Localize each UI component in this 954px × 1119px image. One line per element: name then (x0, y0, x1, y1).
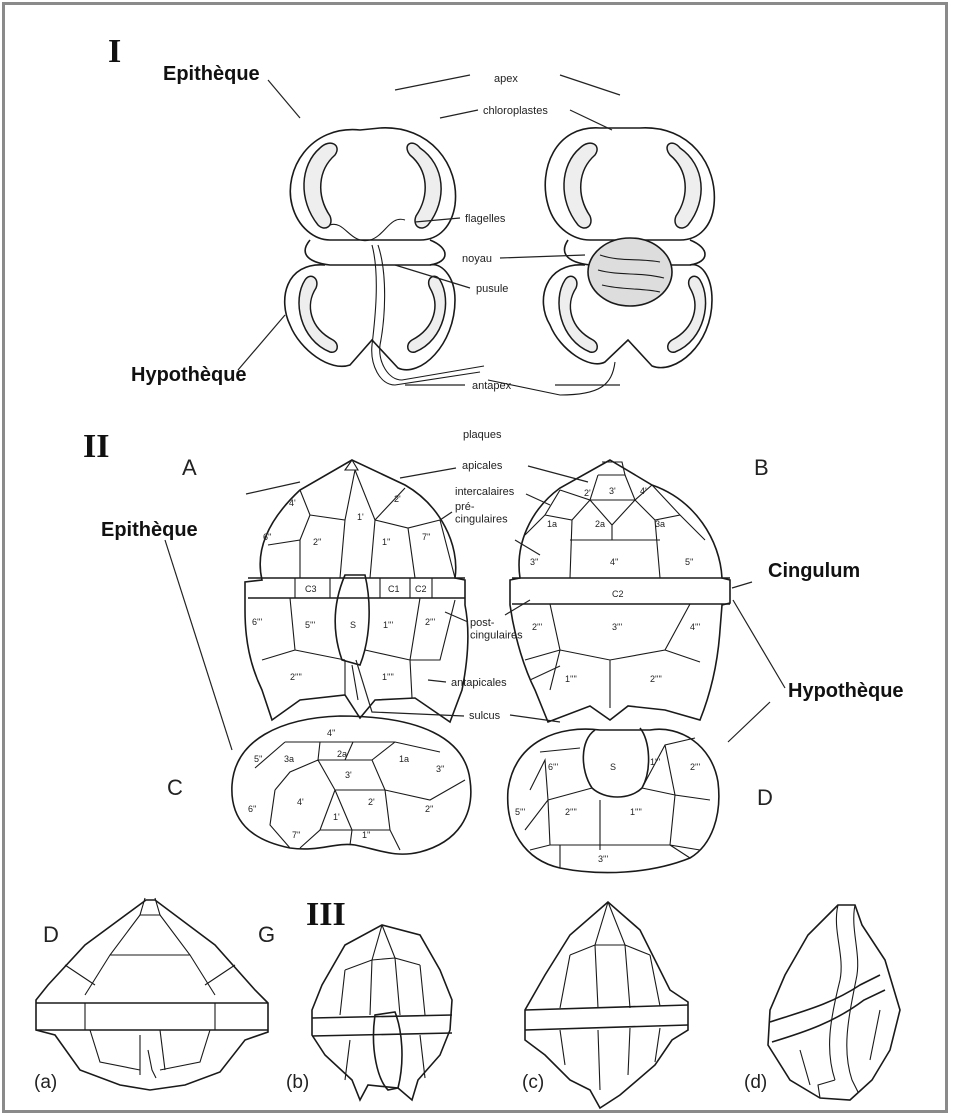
plate-d-s: S (610, 762, 616, 772)
label-noyau: noyau (462, 253, 492, 265)
panel-label-d: D (757, 785, 773, 810)
plate-c-2p: 2' (368, 797, 375, 807)
label-plaques: plaques (463, 429, 502, 441)
plate-a-7pp: 7'' (422, 532, 431, 542)
cell-dorsal-view (488, 128, 714, 395)
label-hypotheque-2: Hypothèque (788, 680, 904, 702)
plate-a-1pp: 1'' (382, 537, 391, 547)
cell-ventral-view (285, 128, 484, 385)
caption-b: (b) (286, 1072, 309, 1093)
plate-b-2p: 2' (584, 488, 591, 498)
theca-panel-c: 4'' 5'' 3a 2a 1a 3'' 3' 4' 2' 6'' 2'' 7'… (232, 716, 471, 854)
plate-b-1a: 1a (547, 519, 557, 529)
plate-c-4p: 4' (297, 797, 304, 807)
label-precingulaires: pré-cingulaires (455, 501, 508, 526)
panel-label-b: B (754, 455, 769, 480)
section-numeral-2: II (83, 428, 109, 465)
plate-b-3pp: 3'' (530, 557, 539, 567)
species-b-drawing (312, 925, 452, 1100)
plate-a-5ppp: 5''' (305, 620, 315, 630)
plate-a-c3: C3 (305, 584, 317, 594)
plate-a-4p: 4' (289, 498, 296, 508)
plate-b-2pppp: 2'''' (650, 674, 662, 684)
section-numeral-3: III (306, 896, 346, 933)
plate-b-2a: 2a (595, 519, 605, 529)
plate-d-5ppp: 5''' (515, 807, 525, 817)
panel-label-a: A (182, 455, 197, 480)
plate-d-6ppp: 6''' (548, 762, 558, 772)
label-postcingulaires: post-cingulaires (470, 617, 523, 642)
label-flagelles: flagelles (465, 213, 506, 225)
label-intercalaires: intercalaires (455, 486, 515, 498)
plate-b-5pp: 5'' (685, 557, 694, 567)
plate-c-3a: 3a (284, 754, 294, 764)
plate-c-3pp: 3'' (436, 764, 445, 774)
plate-a-1ppp: 1''' (383, 620, 393, 630)
plate-c-2pp: 2'' (425, 804, 434, 814)
panel-label-c: C (167, 775, 183, 800)
label-apicales: apicales (462, 460, 503, 472)
plate-a-2p: 2' (394, 494, 401, 504)
plate-a-c2: C2 (415, 584, 427, 594)
label-hypotheque-1: Hypothèque (131, 364, 247, 386)
caption-c: (c) (522, 1072, 544, 1093)
plate-b-4ppp: 4''' (690, 622, 700, 632)
plate-a-1p: 1' (357, 512, 364, 522)
plate-b-3a: 3a (655, 519, 665, 529)
plate-c-7pp: 7'' (292, 830, 301, 840)
label-antapicales: antapicales (451, 677, 507, 689)
plate-d-1pppp: 1'''' (630, 807, 642, 817)
plate-b-4pp: 4'' (610, 557, 619, 567)
label-chloroplastes: chloroplastes (483, 105, 548, 117)
plate-c-5pp: 5'' (254, 754, 263, 764)
label-cingulum: Cingulum (768, 560, 860, 582)
plate-a-2pppp: 2'''' (290, 672, 302, 682)
species-d-drawing (768, 905, 900, 1100)
plate-d-2ppp: 2''' (690, 762, 700, 772)
plate-c-1pp: 1'' (362, 830, 371, 840)
side-label-g: G (258, 922, 275, 947)
plate-c-2a: 2a (337, 749, 347, 759)
plate-a-2pp: 2'' (313, 537, 322, 547)
plate-b-3p: 3' (609, 486, 616, 496)
plate-b-1pppp: 1'''' (565, 674, 577, 684)
label-antapex: antapex (472, 380, 512, 392)
plate-a-1pppp: 1'''' (382, 672, 394, 682)
plate-a-6pp: 6'' (263, 532, 272, 542)
plate-d-2pppp: 2'''' (565, 807, 577, 817)
plate-b-c2: C2 (612, 589, 624, 599)
label-pusule: pusule (476, 283, 508, 295)
plate-c-3p: 3' (345, 770, 352, 780)
label-apex: apex (494, 73, 518, 85)
plate-b-2ppp: 2''' (532, 622, 542, 632)
plate-d-1ppp: 1''' (650, 757, 660, 767)
plate-c-1a: 1a (399, 754, 409, 764)
label-sulcus: sulcus (469, 710, 501, 722)
section-numeral-1: I (108, 33, 121, 70)
species-c-drawing (525, 902, 688, 1108)
plate-b-4p: 4' (640, 486, 647, 496)
plate-b-3ppp: 3''' (612, 622, 622, 632)
plate-d-3ppp: 3''' (598, 854, 608, 864)
species-a-drawing (36, 898, 268, 1090)
plate-a-s: S (350, 620, 356, 630)
label-epitheque-1: Epithèque (163, 63, 260, 85)
label-epitheque-2: Epithèque (101, 519, 198, 541)
plate-c-1p: 1' (333, 812, 340, 822)
plate-a-2ppp: 2''' (425, 617, 435, 627)
theca-panel-b: 2' 3' 4' 1a 2a 3a 3'' 4'' 5'' C2 2''' 3'… (510, 460, 730, 722)
theca-panel-d: 6''' S 1''' 2''' 5''' 2'''' 1'''' 3''' (508, 728, 719, 873)
noyau-nucleus (588, 238, 672, 306)
theca-panel-a: 4' 2' 1' 6'' 2'' 1'' 7'' C3 C1 C2 6''' 5… (245, 460, 468, 722)
plate-a-c1: C1 (388, 584, 400, 594)
plate-a-6ppp: 6''' (252, 617, 262, 627)
plate-c-4pp: 4'' (327, 728, 336, 738)
caption-d: (d) (744, 1072, 767, 1093)
side-label-d: D (43, 922, 59, 947)
caption-a: (a) (34, 1072, 57, 1093)
plate-c-6pp: 6'' (248, 804, 257, 814)
